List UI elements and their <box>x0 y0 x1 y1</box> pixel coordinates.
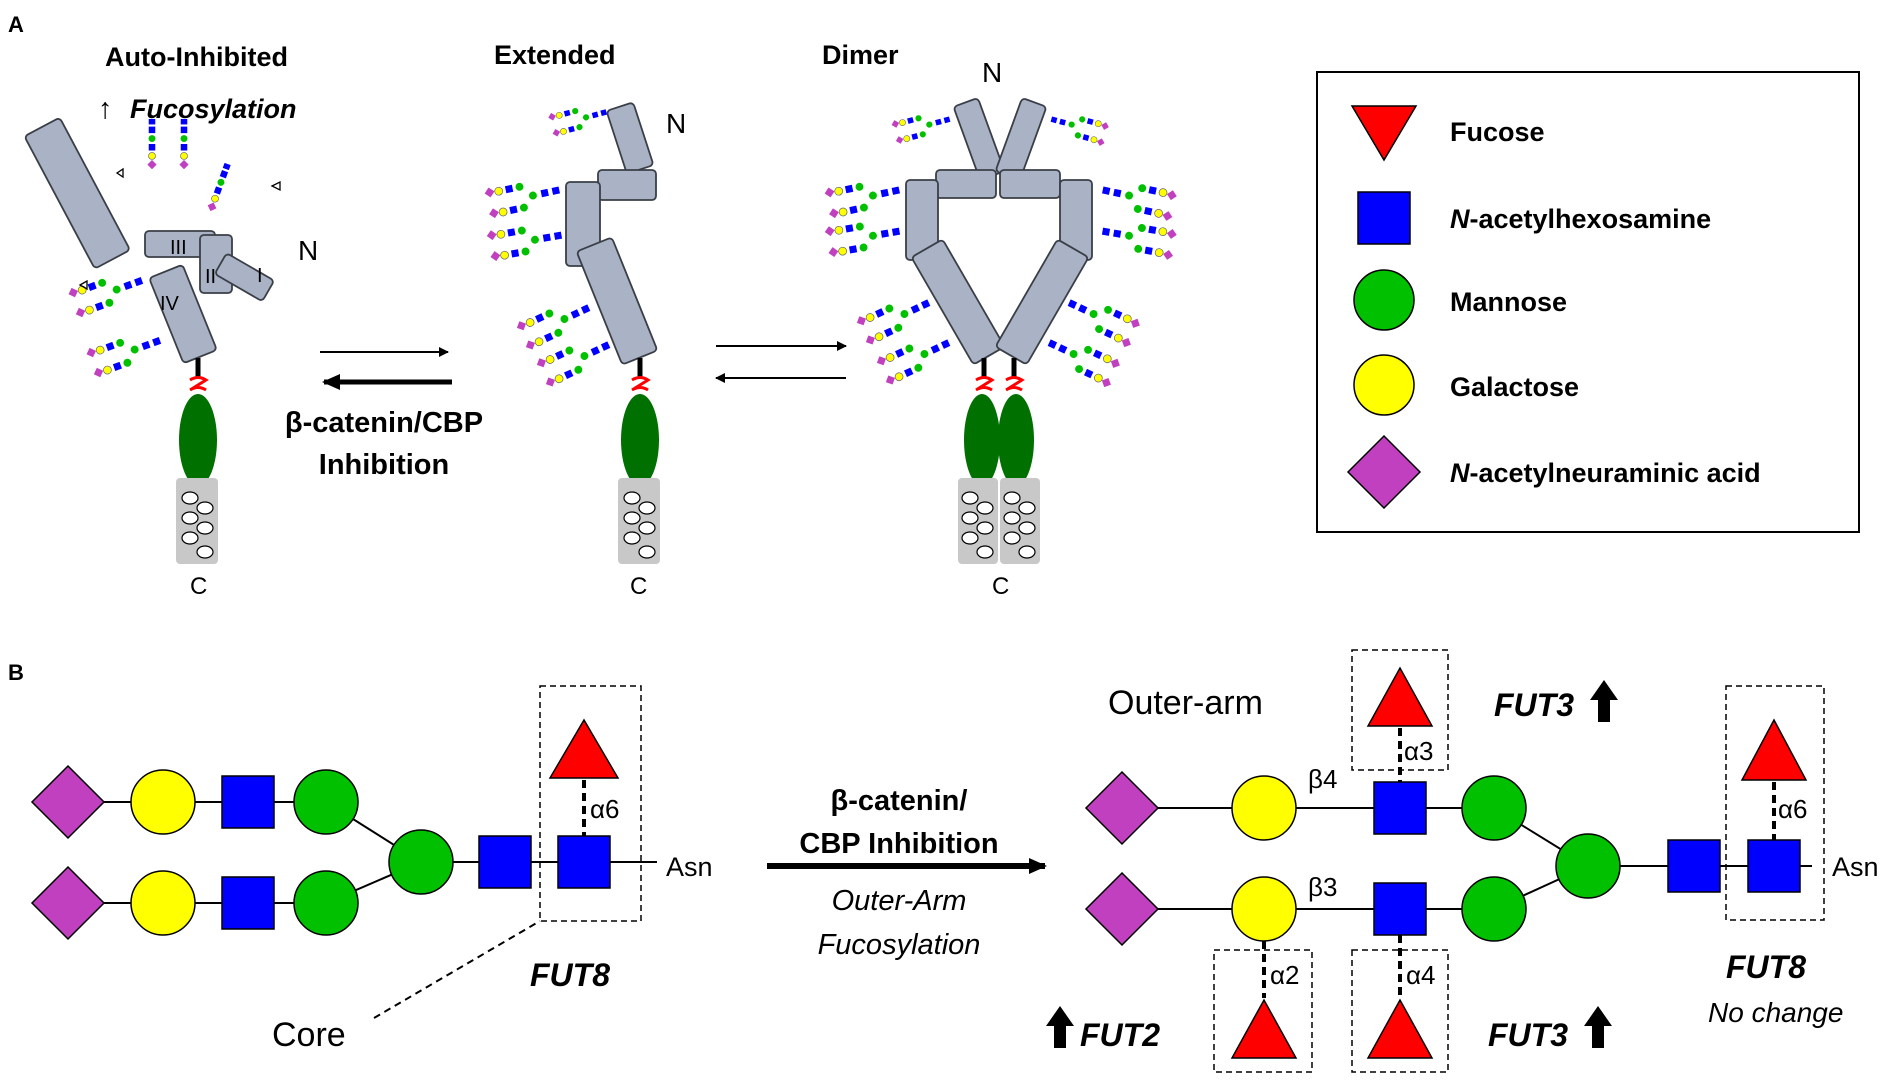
linkage-a3: α3 <box>1404 736 1434 766</box>
legend-label-galactose: Galactose <box>1450 372 1579 402</box>
legend: Fucose N-acetylhexosamine Mannose Galact… <box>1316 71 1860 533</box>
fut2-label: FUT2 <box>1080 1017 1160 1053</box>
center-label-line3: Outer-Arm <box>832 885 967 917</box>
legend-label-mannose: Mannose <box>1450 287 1567 317</box>
domain-label-ii: II <box>205 266 216 288</box>
inhibition-label-line2: Inhibition <box>319 449 449 481</box>
up-arrow-icon-fut3-bottom <box>1584 1006 1612 1048</box>
linkage-a6-left: α6 <box>590 794 620 824</box>
reaction-arrow: β-catenin/ CBP Inhibition Outer-Arm Fuco… <box>767 785 1047 961</box>
domain-label-i: I <box>257 265 263 287</box>
fut8-label-right: FUT8 <box>1726 949 1806 985</box>
receptor-extended: N C <box>483 98 686 600</box>
domain-label-iii: III <box>170 237 187 259</box>
legend-label-hexnac: N-acetylhexosamine <box>1450 204 1711 234</box>
asn-label-left: Asn <box>666 852 713 882</box>
fut3-label-top: FUT3 <box>1494 687 1574 723</box>
receptor-dimer: N C <box>823 57 1179 600</box>
c-terminus-label-dimer: C <box>992 573 1009 600</box>
n-terminus-label-dimer: N <box>982 57 1002 88</box>
up-arrow-icon-fut3-top <box>1590 680 1618 722</box>
n-terminus-label: N <box>298 235 318 266</box>
up-arrow-icon-fut2 <box>1046 1006 1074 1048</box>
fucose-triangle-icon <box>1350 105 1418 162</box>
fut3-label-bottom: FUT3 <box>1488 1017 1568 1053</box>
c-terminus-label: C <box>190 573 207 600</box>
legend-label-neu5ac: N-acetylneuraminic acid <box>1450 458 1761 488</box>
center-label-line2: CBP Inhibition <box>799 828 998 860</box>
mannose-circle-icon <box>1353 269 1415 331</box>
c-terminus-label-extended: C <box>630 573 647 600</box>
core-label: Core <box>272 1016 346 1054</box>
domain-label-iv: IV <box>160 293 180 315</box>
linkage-b3: β3 <box>1308 872 1337 902</box>
linkage-b4: β4 <box>1308 764 1337 794</box>
linkage-a2: α2 <box>1270 960 1300 990</box>
center-label-line4: Fucosylation <box>818 929 981 961</box>
asn-label-right: Asn <box>1832 852 1879 882</box>
linkage-a6-right: α6 <box>1778 794 1808 824</box>
glycan-outer-arm-fucosylated: α3 β4 Outer-arm FUT3 α6 Asn FUT8 No chan… <box>1046 649 1879 1073</box>
panel-label-a: A <box>8 12 24 37</box>
state-title-extended: Extended <box>494 40 616 70</box>
galactose-circle-icon <box>1353 354 1415 416</box>
no-change-label: No change <box>1708 997 1843 1028</box>
n-terminus-label-extended: N <box>666 108 686 139</box>
linkage-a4: α4 <box>1406 960 1436 990</box>
up-arrow-icon: ↑ <box>98 93 113 125</box>
panel-label-b: B <box>8 660 24 685</box>
center-label-line1: β-catenin/ <box>831 785 968 817</box>
hexnac-square-icon <box>1357 191 1411 245</box>
state-title-auto-inhibited: Auto-Inhibited <box>105 42 288 72</box>
inhibition-label-line1: β-catenin/CBP <box>285 407 483 439</box>
receptor-auto-inhibited: III II I IV N C <box>24 118 318 600</box>
fut8-label-left: FUT8 <box>530 957 610 993</box>
outer-arm-label: Outer-arm <box>1108 684 1263 722</box>
glycan-core-fucosylated: α6 Asn FUT8 Core <box>30 685 713 1054</box>
legend-label-fucose: Fucose <box>1450 117 1545 147</box>
state-title-dimer: Dimer <box>822 40 899 70</box>
fucosylation-label: Fucosylation <box>130 94 297 124</box>
neu5ac-diamond-icon <box>1346 434 1422 510</box>
